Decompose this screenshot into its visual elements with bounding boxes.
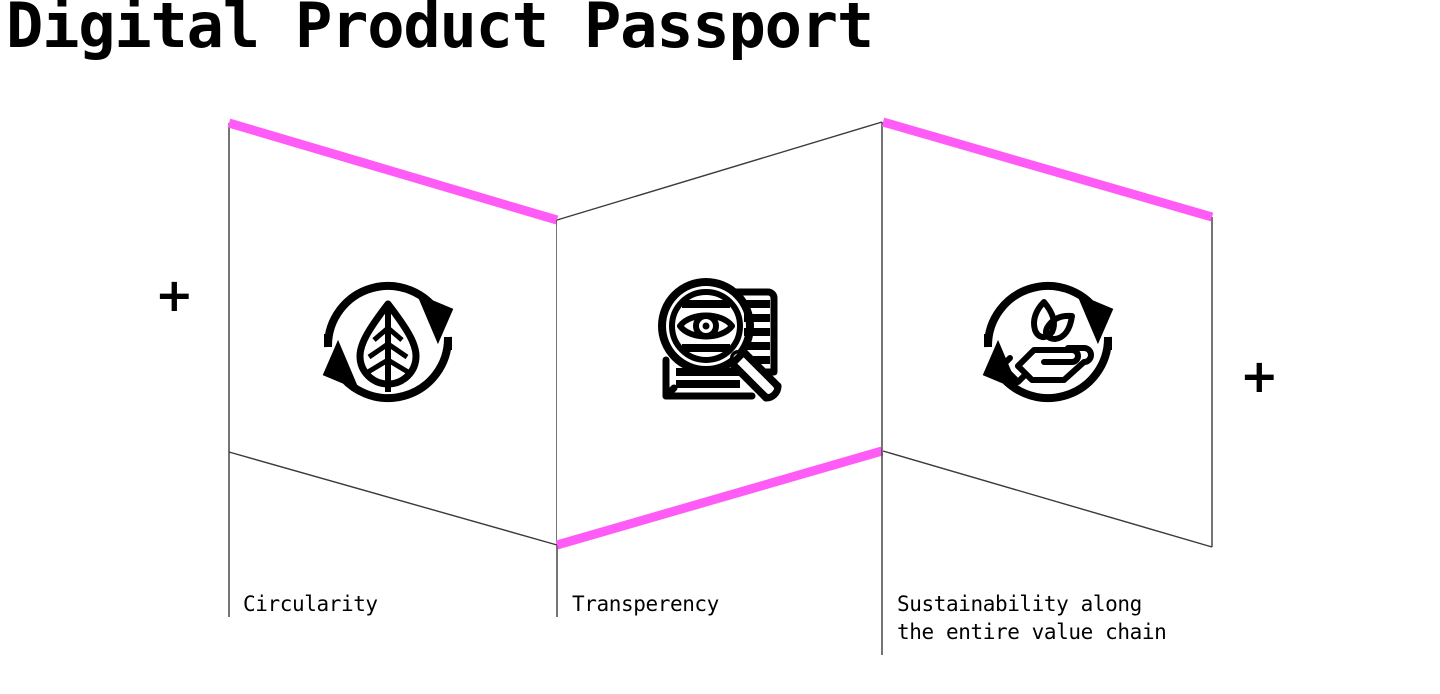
- panel-caption-transperency: Transperency: [572, 592, 719, 616]
- plus-operator-left: +: [155, 268, 194, 322]
- magnifier-eye-document-icon: [658, 278, 782, 402]
- panel-sustainability-bottom-edge: [882, 450, 1213, 548]
- panel-sustainability-top-accent-edge: [881, 117, 1214, 222]
- panel-caption-circularity: Circularity: [243, 592, 378, 616]
- plus-operator-right: +: [1240, 349, 1279, 403]
- recycle-hand-leaf-icon: [982, 281, 1114, 403]
- page-title: Digital Product Passport: [6, 0, 874, 62]
- panel-caption-sustainability: Sustainability along the entire value ch…: [897, 592, 1167, 644]
- panel-circularity-bottom-edge: [228, 451, 558, 546]
- panel-transperency-bottom-accent-edge: [555, 446, 884, 550]
- recycle-leaf-icon: [322, 281, 454, 403]
- panel-transperency-top-edge: [556, 121, 883, 221]
- panel-circularity-top-accent-edge: [227, 118, 559, 225]
